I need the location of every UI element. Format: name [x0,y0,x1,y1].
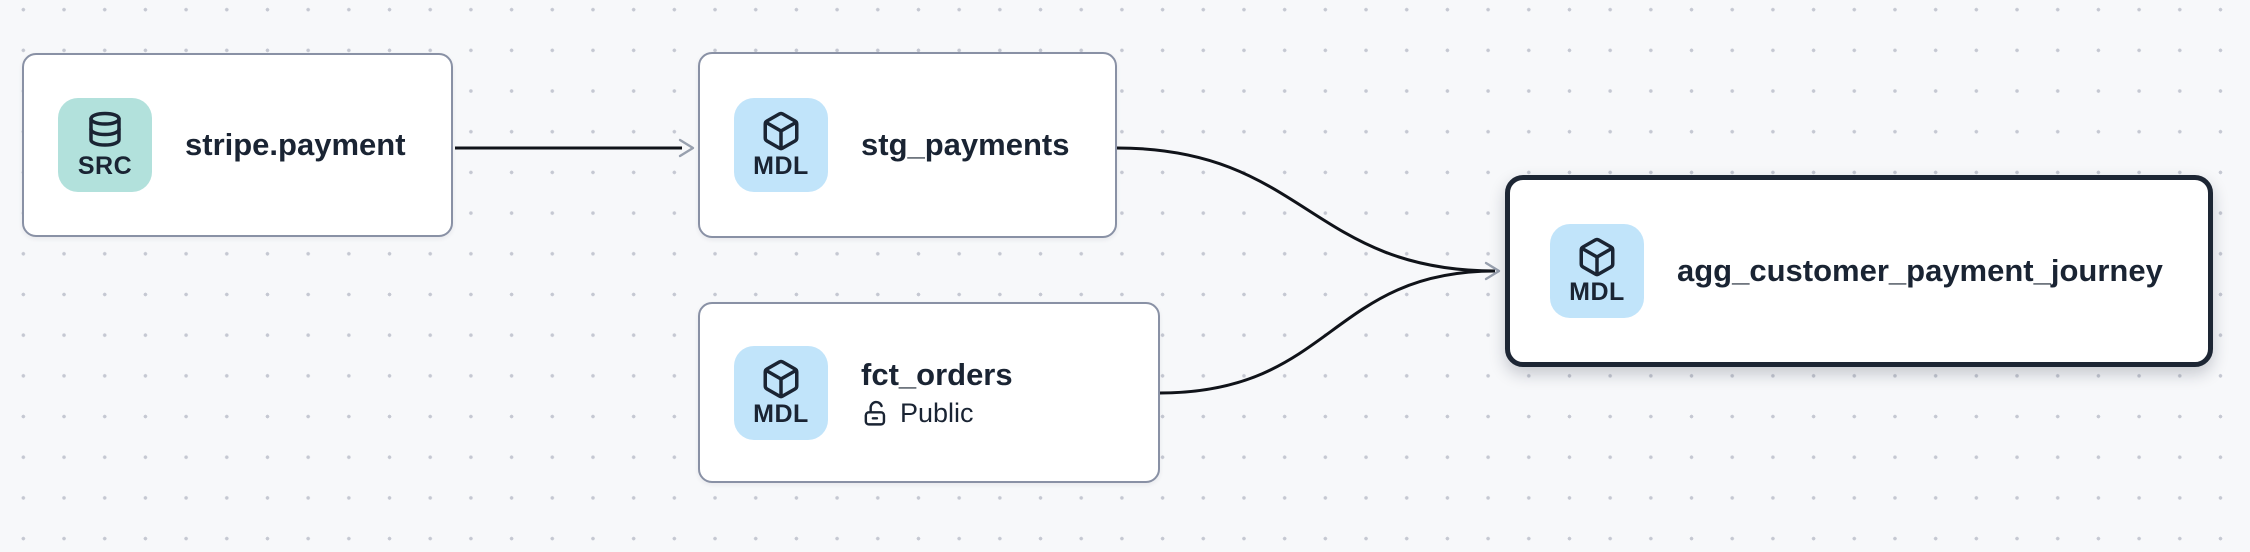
box-icon [763,359,799,399]
badge-label: SRC [77,152,133,181]
badge-label: MDL [753,399,809,428]
node-type-badge-model: MDL [734,98,828,192]
node-stripe-payment[interactable]: SRC stripe.payment [22,53,453,237]
node-type-badge-model: MDL [734,345,828,440]
node-label: fct_orders [861,356,1013,392]
node-type-badge-model: MDL [1550,224,1644,318]
database-icon [89,112,121,148]
arrowhead-icon [678,138,695,158]
box-icon [763,112,799,151]
badge-label: MDL [753,152,809,181]
node-fct-orders[interactable]: MDL fct_orders Public [698,302,1160,483]
arrowhead-icon [1484,261,1501,281]
node-type-badge-source: SRC [58,98,152,192]
node-agg-customer-payment-journey[interactable]: MDL agg_customer_payment_journey [1505,175,2213,367]
edge-fct-orders-to-agg-customer-payment-journey[interactable] [1159,269,1496,395]
node-stg-payments[interactable]: MDL stg_payments [698,52,1117,238]
lock-open-icon [864,400,886,426]
edge-stg-payments-to-agg-customer-payment-journey[interactable] [1116,146,1496,273]
box-icon [1579,238,1615,277]
node-label: agg_customer_payment_journey [1677,253,2163,289]
access-row: Public [861,398,1013,429]
node-label: stg_payments [861,127,1070,163]
node-label: stripe.payment [185,127,406,163]
badge-label: MDL [1569,278,1625,307]
access-label: Public [900,398,974,429]
